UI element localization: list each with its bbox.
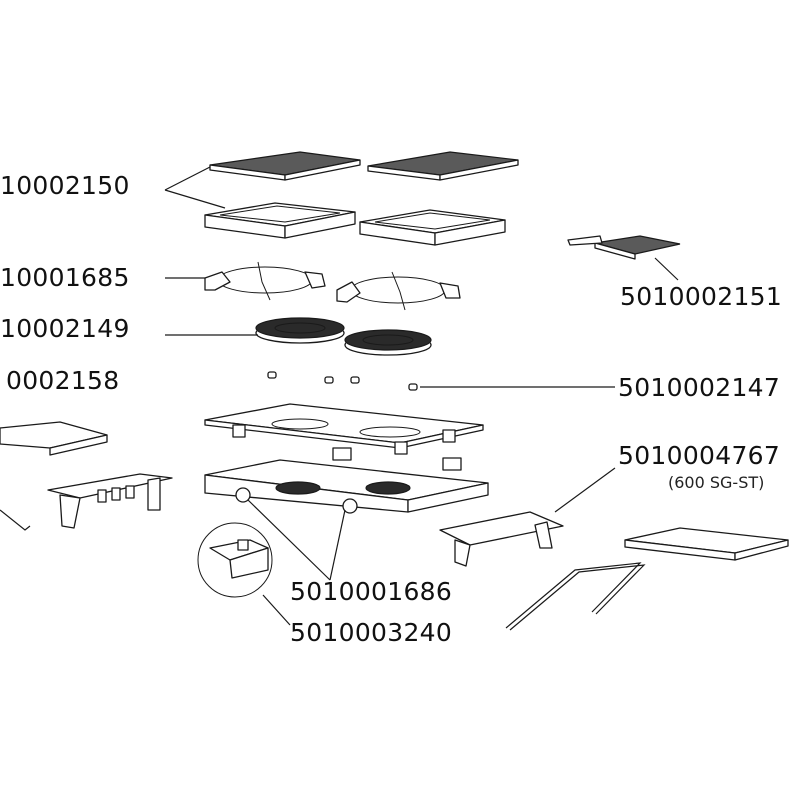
valve-fittings: [332, 447, 462, 471]
burner-left: [255, 317, 345, 344]
label-basket: 5010002151: [620, 282, 782, 311]
pan-support-right: [336, 271, 461, 311]
burner-right: [344, 329, 432, 356]
grill-frame-right: [359, 209, 506, 246]
grill-frame-left: [204, 202, 356, 239]
label-pan-supports: 10001685: [0, 263, 130, 292]
label-feet: 0002158: [6, 366, 119, 395]
side-shelf-right: [624, 527, 789, 561]
grill-plate-left: [209, 151, 361, 181]
label-grill-plates: 10002150: [0, 171, 130, 200]
side-shelf-left: [0, 421, 108, 531]
label-knob-screws: 5010002147: [618, 373, 780, 402]
cooktop-top-plate: [204, 403, 484, 455]
wire-stand: [505, 562, 646, 631]
grill-plate-right: [367, 151, 519, 181]
leader-lines: [164, 166, 679, 626]
cooker-body: [204, 459, 489, 514]
label-valve-bracket: 5010003240: [290, 618, 452, 647]
small-screws: [267, 371, 418, 391]
leg-bracket-right: [439, 511, 564, 567]
label-burners: 10002149: [0, 314, 130, 343]
pan-support-left: [204, 261, 326, 301]
label-side-shelf: 5010004767: [618, 441, 780, 470]
label-side-shelf-note: (600 SG-ST): [668, 473, 764, 492]
leg-bracket-left: [47, 473, 173, 529]
grill-basket: [567, 235, 681, 260]
valve-bracket-callout: [197, 522, 273, 598]
label-knobs: 5010001686: [290, 577, 452, 606]
